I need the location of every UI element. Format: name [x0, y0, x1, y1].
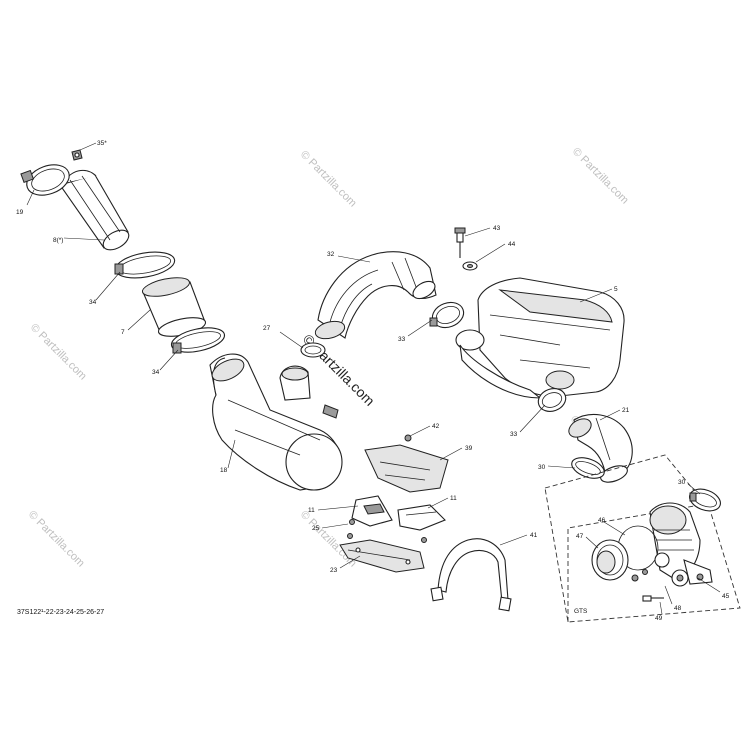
part-bolt-49 — [642, 595, 664, 602]
watermark-2: © Partzilla.com — [570, 146, 631, 207]
callout-25: 25 — [312, 525, 320, 532]
part-clamp-34-upper — [114, 251, 176, 279]
watermark-5: © Partzilla.com — [26, 509, 87, 570]
callout-34-upper: 34 — [89, 299, 97, 306]
part-clamp-19 — [20, 164, 70, 196]
callout-42: 42 — [432, 423, 440, 430]
part-airbox-5 — [455, 277, 625, 399]
inset-label-gts: GTS — [574, 608, 588, 615]
part-clamp-27 — [300, 342, 326, 358]
callout-47: 47 — [576, 533, 584, 540]
part-small-ring-48 — [631, 552, 689, 587]
callout-44: 44 — [508, 241, 516, 248]
part-clamp-33-upper — [429, 301, 465, 329]
part-plate-23 — [339, 539, 425, 573]
callout-27: 27 — [263, 325, 271, 332]
reference-code: 37S122¹-22-23-24-25-26-27 — [17, 609, 104, 616]
callout-33-lower: 33 — [510, 431, 518, 438]
callout-11-left: 11 — [308, 507, 315, 514]
callout-8: 8(*) — [53, 237, 63, 244]
watermark-6: © Partzilla.com — [298, 509, 359, 570]
part-heat-shield-39 — [364, 444, 449, 493]
part-bracket-11-right — [397, 504, 446, 531]
callout-21: 21 — [622, 407, 630, 414]
part-bracket-11-left — [351, 495, 393, 527]
callout-46: 46 — [598, 517, 606, 524]
part-washer-44 — [462, 261, 478, 271]
callout-32: 32 — [327, 251, 335, 258]
callout-33-upper: 33 — [398, 336, 406, 343]
part-elbow-21 — [568, 413, 633, 483]
part-ring-47 — [591, 539, 629, 581]
part-clamp-30-gts — [689, 488, 721, 512]
part-screw-35 — [71, 149, 83, 161]
part-clamp-34-lower — [170, 327, 226, 354]
part-intake-tube-8 — [59, 169, 130, 251]
part-hose-32 — [314, 251, 437, 340]
watermark-3: © Partzilla.com — [28, 322, 89, 383]
callout-43: 43 — [493, 225, 501, 232]
callout-30-gts: 30 — [678, 479, 686, 486]
callout-19: 19 — [16, 209, 24, 216]
leader-lines — [26, 142, 721, 615]
callout-49: 49 — [655, 615, 663, 622]
callout-30-upper: 30 — [538, 464, 546, 471]
callout-45: 45 — [722, 593, 730, 600]
callout-labels: 35* 19 8(*) 34 7 34 18 32 27 33 43 44 5 … — [16, 140, 730, 622]
watermark-1: © Partzilla.com — [298, 149, 359, 210]
callout-41: 41 — [530, 532, 538, 539]
callout-34-lower: 34 — [152, 369, 160, 376]
callout-35: 35* — [97, 140, 107, 147]
callout-23: 23 — [330, 567, 338, 574]
callout-18: 18 — [220, 467, 228, 474]
callout-48: 48 — [674, 605, 682, 612]
part-strap-41 — [430, 538, 512, 612]
callout-11-right: 11 — [450, 495, 457, 502]
callout-39: 39 — [465, 445, 473, 452]
part-bolt-43 — [454, 227, 466, 258]
callout-7: 7 — [121, 329, 125, 336]
part-screws-25 — [347, 519, 427, 543]
callout-5: 5 — [614, 286, 618, 293]
part-muffler-18 — [209, 353, 343, 491]
part-clamp-33-lower — [537, 388, 567, 412]
part-fastener-42 — [404, 434, 412, 442]
part-sleeve-7 — [141, 277, 207, 337]
